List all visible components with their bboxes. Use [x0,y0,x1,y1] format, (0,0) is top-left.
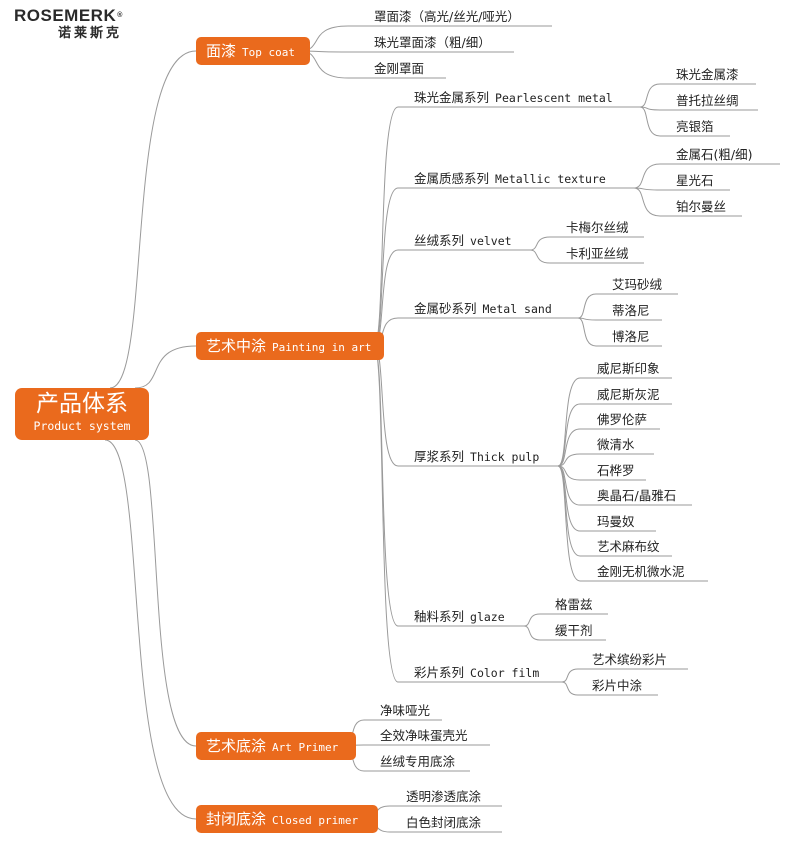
connector-curve [557,465,581,532]
connector-curve [639,106,661,137]
leaf-item: 微清水 [597,437,635,452]
leaf-item: 丝绒专用底涂 [380,754,456,769]
series-label-en: Pearlescent metal [495,91,613,105]
leaf-item: 艺术麻布纹 [597,539,660,554]
connector-curve [557,377,581,467]
connector-curve [557,428,581,467]
leaf-item: 罩面漆（高光/丝光/哑光） [374,9,520,24]
connector-curve [373,345,399,683]
leaf-item: 亮银箔 [676,119,714,134]
category-label-cn: 封闭底涂 [206,810,267,828]
series-thick-pulp: 厚浆系列 Thick pulp [414,449,539,465]
category-label-cn: 艺术中涂 [206,337,267,355]
leaf-item: 玛曼奴 [597,514,635,529]
series-color-film: 彩片系列 Color film [414,665,539,681]
connector-curve [577,293,597,319]
brand-name-en: ROSEMERK [14,6,117,25]
series-label-cn: 厚浆系列 [414,449,465,464]
connector-curve [633,163,661,189]
leaf-item: 珠光金属漆 [676,67,739,82]
series-label-en: Metallic texture [495,172,606,186]
series-label-cn: 金属砂系列 [414,301,477,316]
category-label-en: Painting in art [272,341,372,354]
leaf-item: 铂尔曼丝 [676,199,727,214]
brand-name-cn: 诺莱斯克 [58,26,123,41]
connector-curve [561,681,579,696]
connector-curve [109,50,197,389]
series-velvet: 丝绒系列 velvet [414,233,512,249]
leaf-item: 艾玛砂绒 [612,277,663,292]
category-label-en: Art Primer [272,741,339,754]
root-label-cn: 产品体系 [36,391,128,417]
series-label-cn: 釉料系列 [414,609,465,624]
series-label-en: Metal sand [482,302,552,316]
series-label-cn: 珠光金属系列 [414,90,490,105]
series-label-en: glaze [470,610,505,624]
series-metal-sand: 金属砂系列 Metal sand [414,301,552,317]
connector-curve [557,453,581,467]
connector-curve [373,345,399,627]
series-label-cn: 彩片系列 [414,665,465,680]
connector-curve [577,317,597,347]
connector-curve [561,668,579,683]
connector-curve [134,345,197,389]
leaf-item: 金属石(粗/细) [676,147,753,162]
leaf-item: 威尼斯灰泥 [597,387,660,402]
series-label-en: Color film [470,666,540,680]
connector-curve [523,625,541,641]
category-label-en: Closed primer [272,814,359,827]
category-painting-in-art: 艺术中涂 Painting in art [196,332,384,360]
leaf-item: 金刚罩面 [374,61,425,76]
category-label-cn: 面漆 [206,42,237,60]
connector-curve [529,236,551,251]
connector-curve [523,613,541,627]
connector-curve [104,439,197,820]
leaf-item: 珠光罩面漆（粗/细） [374,35,491,50]
leaf-item: 威尼斯印象 [597,361,660,376]
category-label-cn: 艺术底涂 [206,737,267,755]
leaf-item: 奥晶石/晶雅石 [597,488,677,503]
series-label-en: velvet [470,234,512,248]
leaf-item: 全效净味蛋壳光 [380,728,468,743]
series-label-en: Thick pulp [470,450,540,464]
series-label-cn: 丝绒系列 [414,233,465,248]
leaf-item: 缓干剂 [555,623,593,638]
brand-logo: ROSEMERK® 诺莱斯克 [14,6,164,42]
root-node: 产品体系 Product system [15,388,149,440]
connector-curve [639,83,661,108]
registered-mark: ® [117,12,123,19]
leaf-item: 普托拉丝绸 [676,93,739,108]
leaf-item: 蒂洛尼 [612,303,650,318]
category-art-primer: 艺术底涂 Art Primer [196,732,356,760]
leaf-item: 格雷兹 [555,597,593,612]
category-label-en: Top coat [242,46,295,59]
leaf-item: 石桦罗 [597,463,635,478]
series-label-cn: 金属质感系列 [414,171,490,186]
series-glaze: 釉料系列 glaze [414,609,505,625]
connector-curve [529,249,551,264]
root-label-en: Product system [33,419,131,433]
series-pearlescent-metal: 珠光金属系列 Pearlescent metal [414,90,613,106]
category-closed-primer: 封闭底涂 Closed primer [196,805,378,833]
leaf-item: 卡利亚丝绒 [566,246,629,261]
leaf-item: 净味哑光 [380,703,431,718]
leaf-item: 卡梅尔丝绒 [566,220,629,235]
connector-curve [557,465,581,582]
leaf-item: 佛罗伦萨 [597,412,648,427]
leaf-item: 星光石 [676,173,714,188]
category-top-coat: 面漆 Top coat [196,37,310,65]
series-metallic-texture: 金属质感系列 Metallic texture [414,171,606,187]
connector-curve [134,439,197,747]
leaf-item: 艺术缤纷彩片 [592,652,668,667]
connector-curve [633,187,661,217]
connector-curve [373,187,399,347]
leaf-item: 金刚无机微水泥 [597,564,685,579]
leaf-item: 博洛尼 [612,329,650,344]
leaf-item: 透明渗透底涂 [406,789,482,804]
leaf-item: 白色封闭底涂 [406,815,482,830]
leaf-item: 彩片中涂 [592,678,643,693]
